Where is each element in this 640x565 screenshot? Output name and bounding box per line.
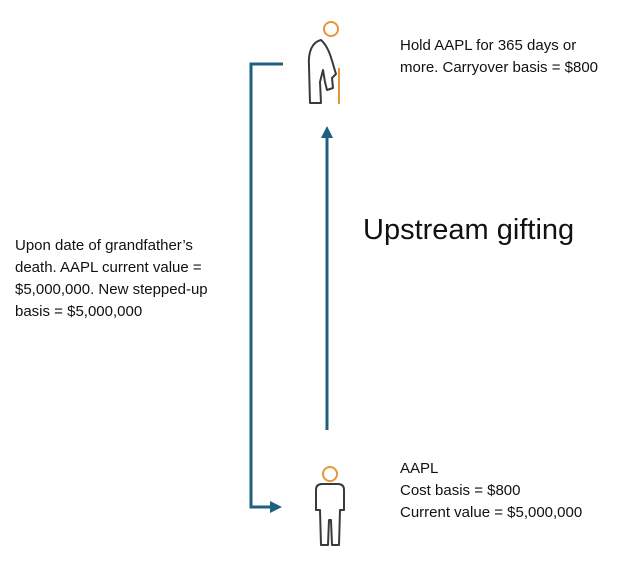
note-line: Cost basis = $800 [400,482,521,499]
grandchild-note: AAPL Cost basis = $800 Current value = $… [400,458,582,524]
note-line: Current value = $5,000,000 [400,504,583,521]
grandfather-note: Hold AAPL for 365 days or more. Carryove… [400,35,598,79]
note-line: death. AAPL current value = [15,259,202,276]
note-line: $5,000,000. New stepped-up [15,281,208,298]
arrowhead-right-icon [270,501,282,513]
diagram-title: Upstream gifting [363,214,575,246]
arrowhead-up-icon [321,126,333,138]
note-line: AAPL [400,460,439,477]
note-line: Upon date of grandfather’s [15,237,193,254]
person-icon [315,466,345,546]
stepped-up-basis-arrow [249,62,283,509]
elderly-person-icon [307,21,340,104]
note-line: Hold AAPL for 365 days or [400,37,577,54]
note-line: basis = $5,000,000 [15,303,143,320]
note-line: more. Carryover basis = $800 [400,59,599,76]
death-note: Upon date of grandfather’s death. AAPL c… [15,235,208,323]
